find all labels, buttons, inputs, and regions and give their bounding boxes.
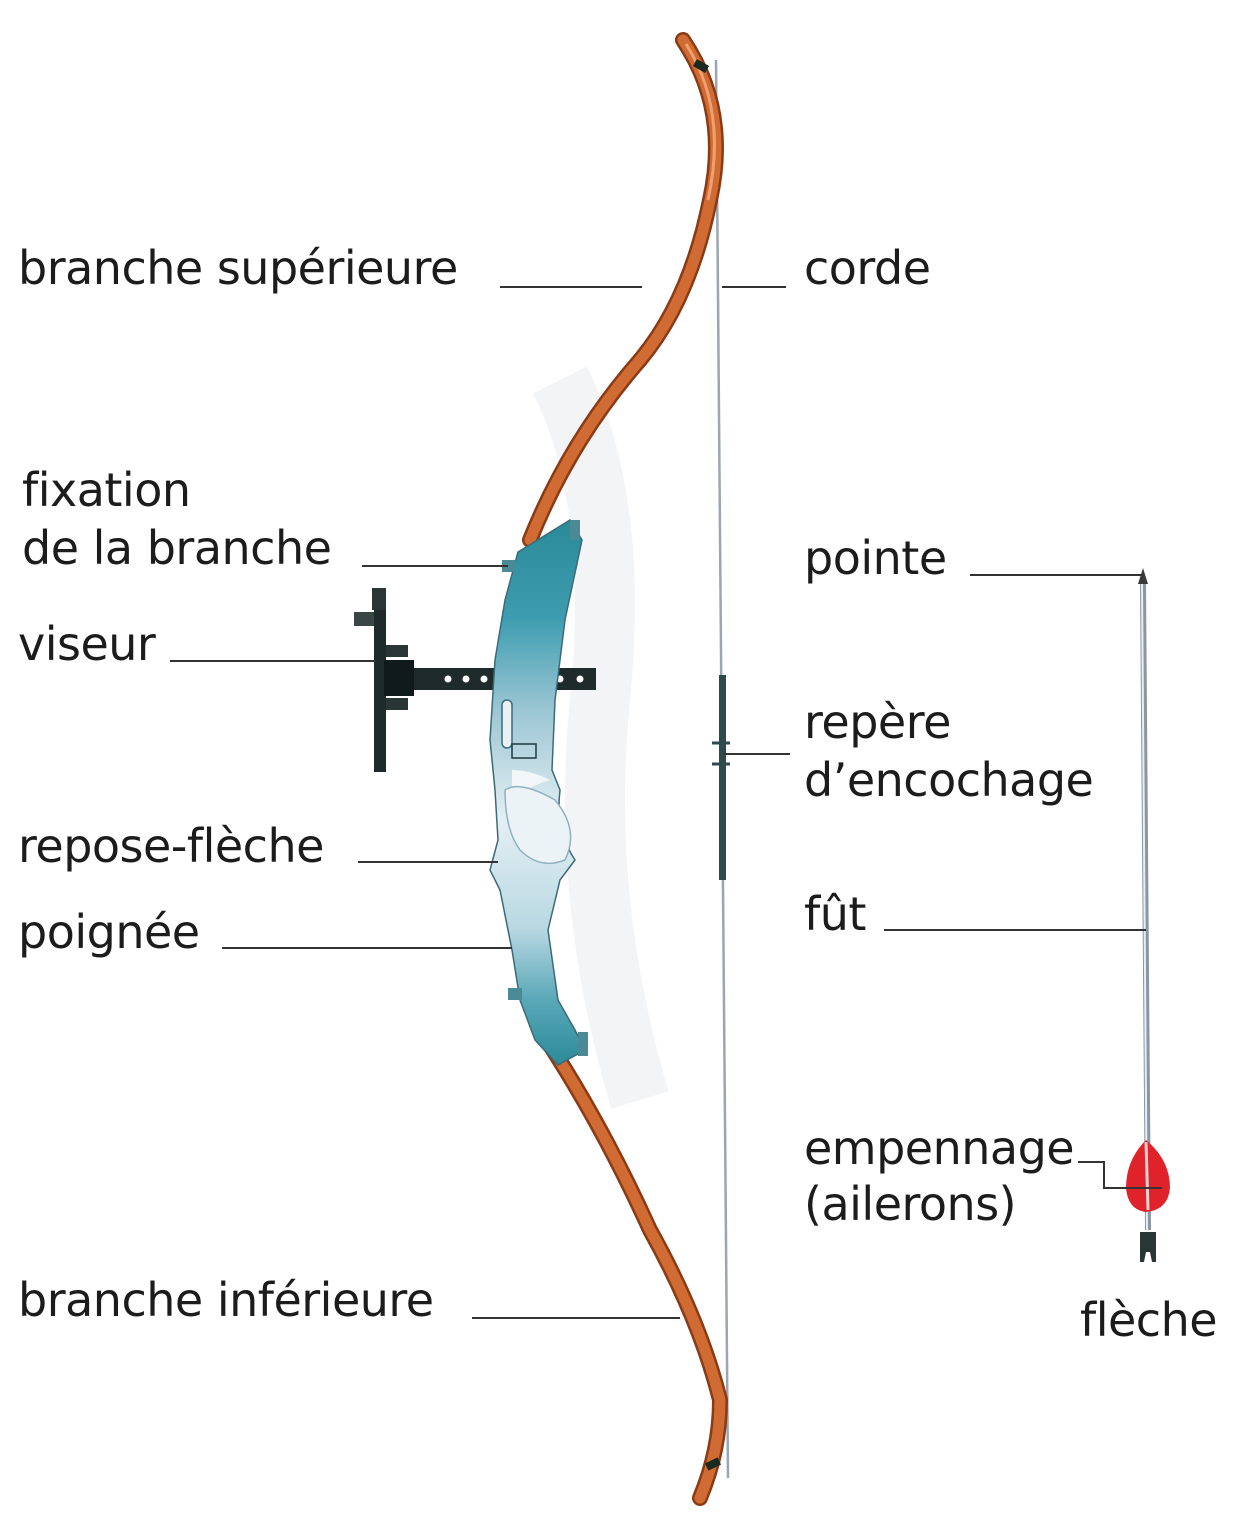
fletching-spine bbox=[1144, 1141, 1150, 1211]
string-serving bbox=[719, 675, 726, 880]
label-repere-line2: d’encochage bbox=[804, 753, 1094, 807]
label-empennage-line2: (ailerons) bbox=[804, 1177, 1017, 1231]
limb-bolt-upper bbox=[570, 520, 580, 540]
arrow-nock bbox=[1140, 1232, 1156, 1262]
label-fleche: flèche bbox=[1080, 1293, 1218, 1347]
sight-screw-lower bbox=[386, 698, 408, 710]
label-fut: fût bbox=[804, 887, 866, 941]
upper-limb-highlight bbox=[684, 43, 716, 201]
lower-limb bbox=[534, 1024, 726, 1504]
sight-screw-upper bbox=[386, 645, 408, 657]
label-poignee: poignée bbox=[18, 905, 200, 959]
sight-bar-holes bbox=[444, 675, 584, 683]
sight-vertical-rail bbox=[374, 590, 386, 772]
label-fixation-line2: de la branche bbox=[22, 521, 332, 575]
riser-shelf bbox=[512, 770, 550, 800]
label-viseur: viseur bbox=[18, 617, 156, 671]
limb-fixation-lower bbox=[508, 988, 522, 1000]
grip bbox=[504, 785, 572, 865]
sight-block bbox=[384, 660, 414, 696]
label-corde: corde bbox=[804, 241, 931, 295]
lower-limb-nock bbox=[704, 1457, 722, 1471]
limb-fixation-upper bbox=[502, 560, 516, 572]
background-shading bbox=[533, 366, 669, 1109]
arrow-shaft-highlight bbox=[1141, 583, 1148, 1231]
label-repose-fleche: repose-flèche bbox=[18, 819, 324, 873]
sight-side-screw bbox=[354, 612, 374, 626]
label-branche-superieure: branche supérieure bbox=[18, 241, 458, 295]
upper-limb-nock bbox=[692, 59, 710, 73]
label-branche-inferieure: branche inférieure bbox=[18, 1273, 434, 1327]
label-empennage-line1: empennage bbox=[804, 1121, 1075, 1175]
leader-empennage bbox=[1078, 1161, 1162, 1189]
limb-bolt-lower bbox=[578, 1032, 588, 1056]
leader-lines bbox=[170, 286, 1162, 1319]
label-fixation-line1: fixation bbox=[22, 463, 191, 517]
riser-window-slot bbox=[501, 699, 513, 749]
sight-top-knob bbox=[372, 588, 386, 610]
label-repere-line1: repère bbox=[804, 695, 951, 749]
label-pointe: pointe bbox=[804, 531, 947, 585]
riser-plate bbox=[511, 743, 537, 759]
